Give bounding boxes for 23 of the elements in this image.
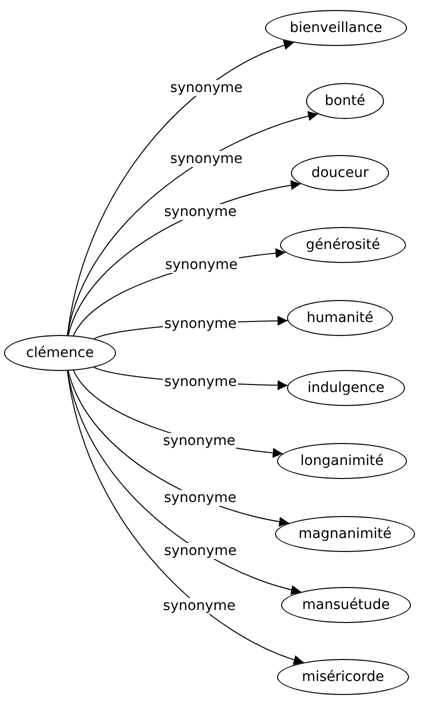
edge-label: synonyme (162, 432, 236, 449)
word-ellipse: générosité (280, 227, 406, 263)
edge-label: synonyme (163, 204, 238, 220)
word-ellipse: clémence (4, 335, 116, 371)
word-ellipse: magnanimité (275, 516, 415, 552)
edge-label: synonyme (162, 490, 238, 506)
edge-label: synonyme (164, 257, 239, 274)
word-ellipse: bonté (306, 83, 384, 119)
word-ellipse: longanimité (277, 443, 407, 479)
edge-label: synonyme (169, 80, 244, 96)
word-ellipse: miséricorde (277, 659, 409, 695)
arrow (66, 40, 294, 336)
word-ellipse: douceur (291, 155, 389, 191)
word-ellipse: bienveillance (265, 10, 407, 46)
word-ellipse: indulgence (287, 370, 405, 406)
edge-label: synonyme (169, 150, 244, 167)
arrow (66, 112, 319, 336)
arrow (66, 370, 304, 664)
word-ellipse: mansuétude (281, 587, 411, 623)
edge-label: synonyme (162, 598, 236, 614)
arrow (66, 370, 302, 594)
word-ellipse: humanité (287, 300, 393, 336)
edge-label: synonyme (163, 542, 238, 559)
